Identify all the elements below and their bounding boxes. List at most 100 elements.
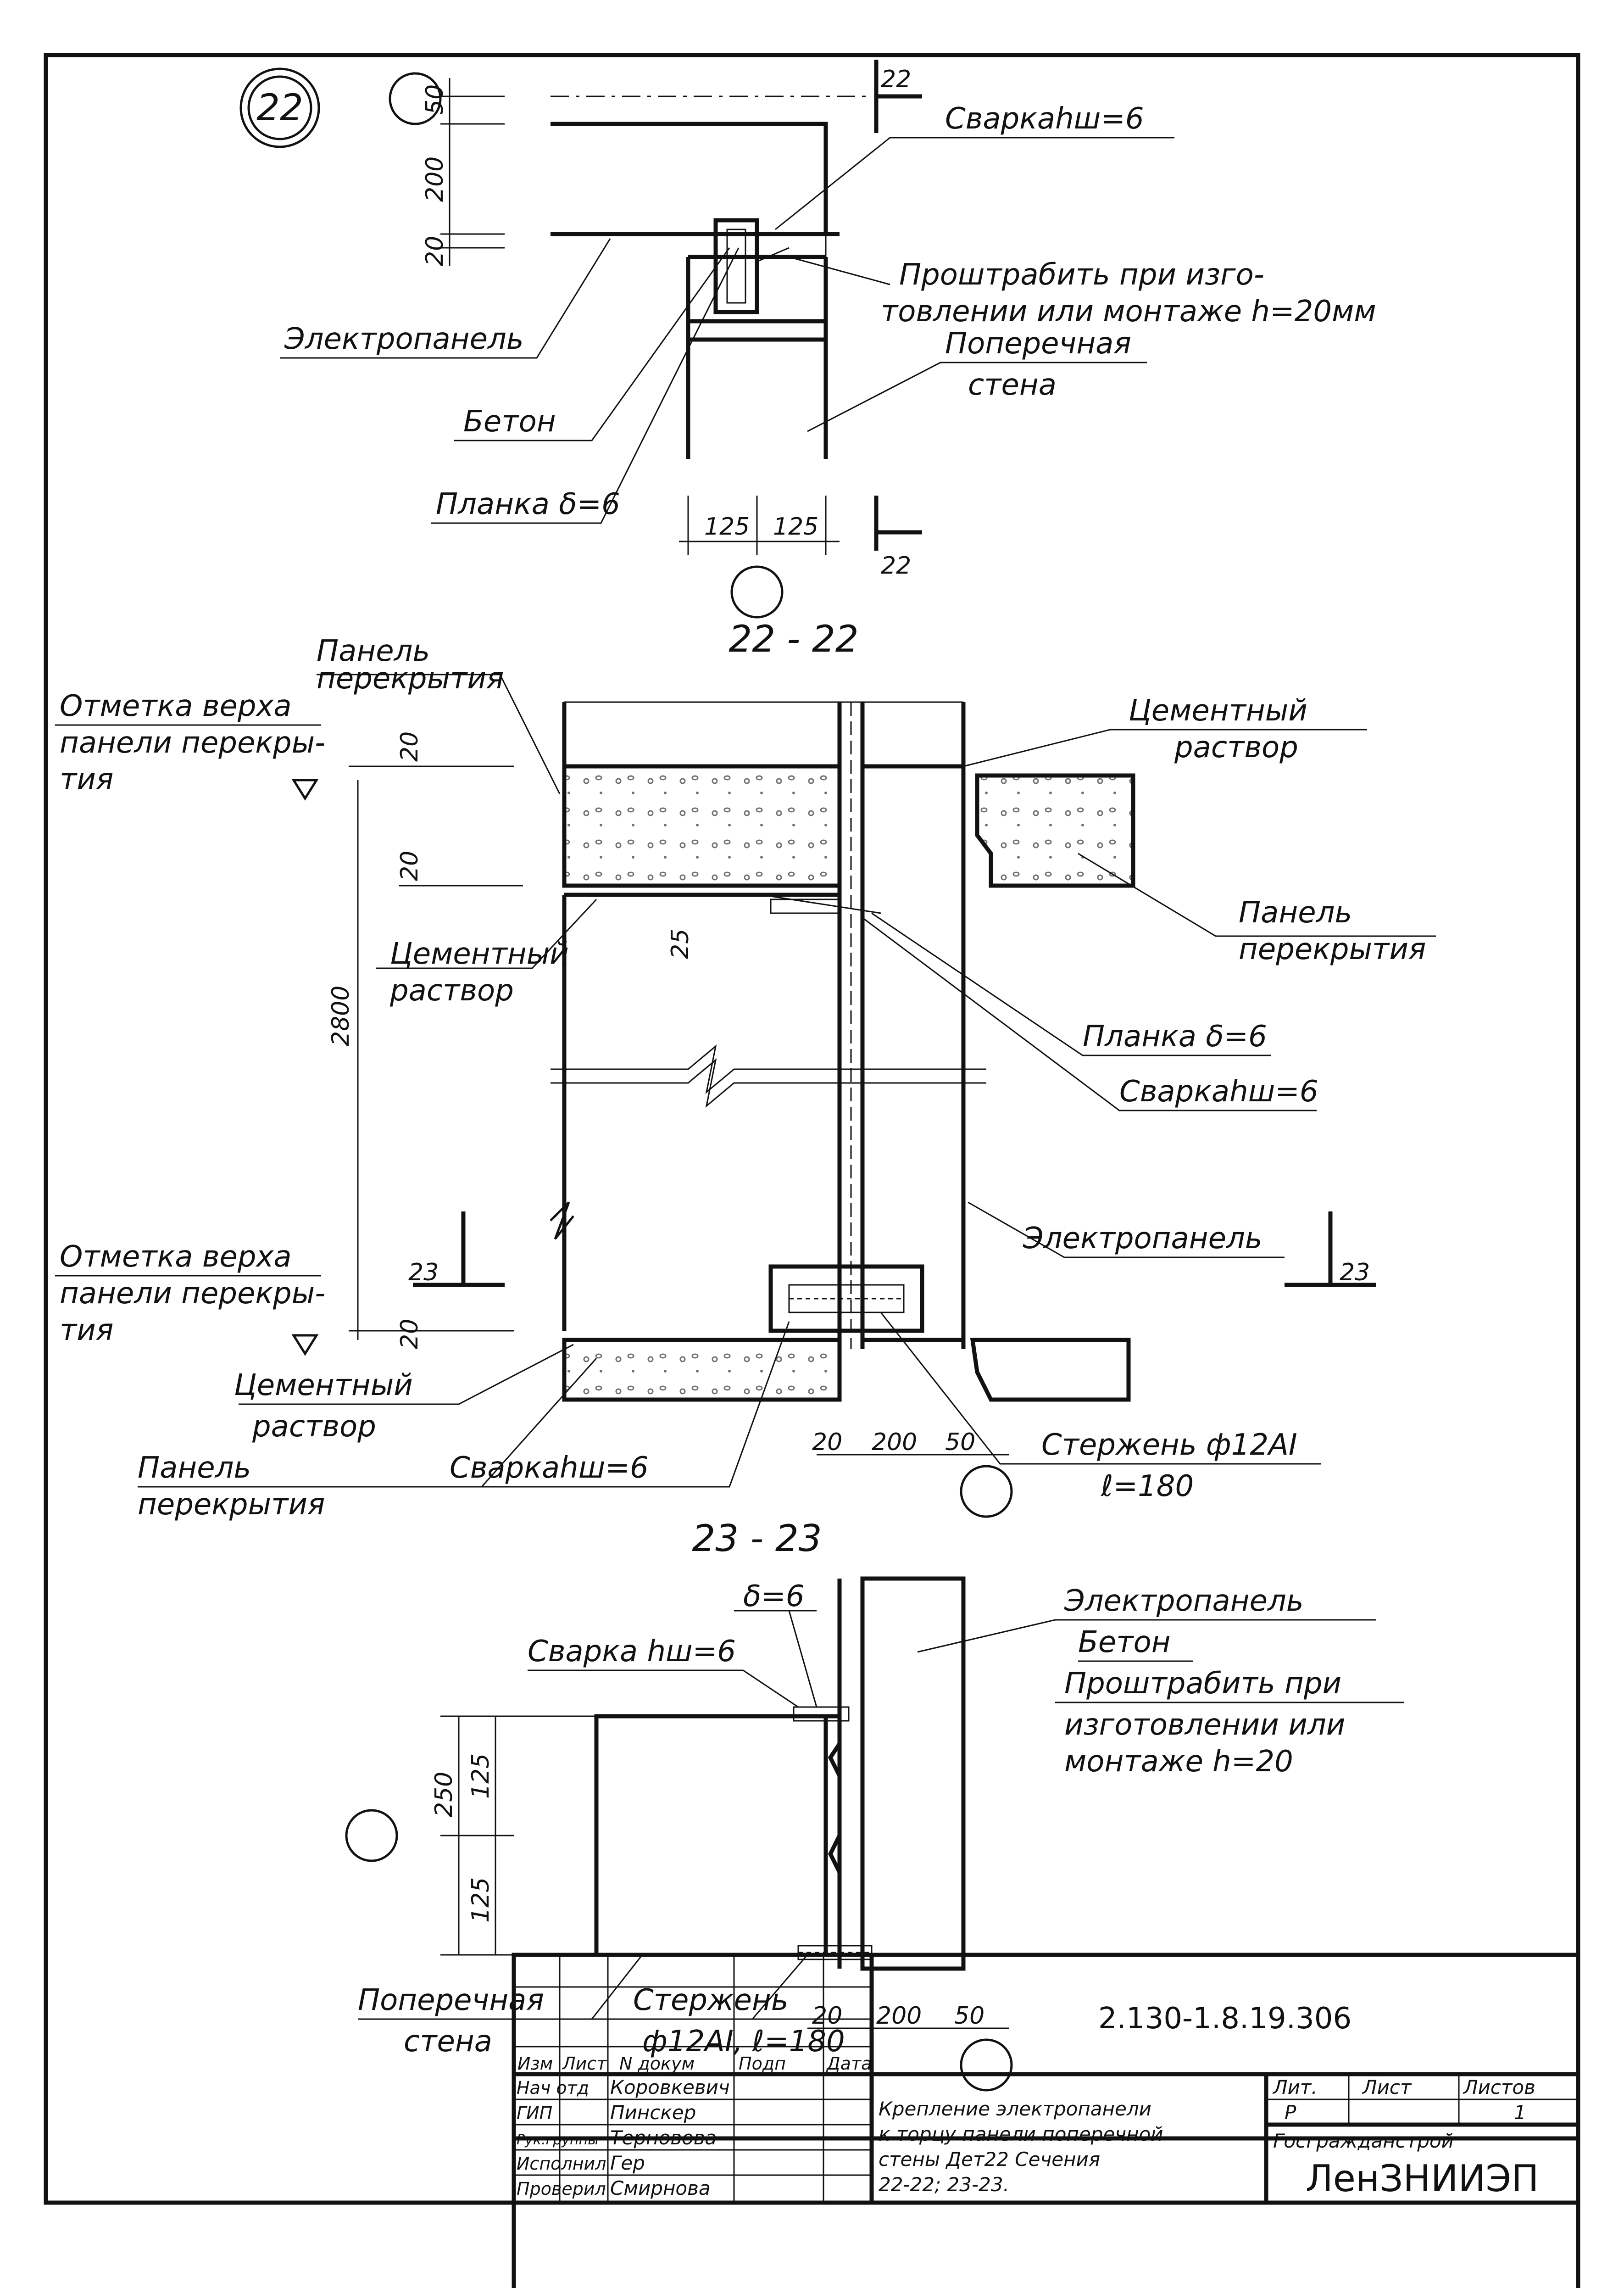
label-concrete-top: Бетон xyxy=(463,405,556,439)
hdr-list: Лист xyxy=(562,2054,607,2074)
dim-50-23: 50 xyxy=(954,2002,984,2030)
org-2: ЛенЗНИИЭП xyxy=(1306,2157,1539,2200)
dim-20: 20 xyxy=(421,236,449,266)
label-cement-bot-2: раствор xyxy=(252,1410,376,1444)
dim-125-upper: 125 xyxy=(467,1753,495,1799)
axis-bubble-23-bottom xyxy=(960,2038,1013,2092)
dim-200-bot: 200 xyxy=(872,1429,917,1456)
label-mark-bot-1: Отметка верха xyxy=(60,1240,292,1274)
label-electropanel-22: Электропанель xyxy=(1023,1222,1262,1256)
section-22-22: 22 - 22 xyxy=(55,618,1436,1522)
org-1: Госгражданстрой xyxy=(1273,2130,1454,2152)
label-cement-left-2: раствор xyxy=(389,974,514,1008)
label-mark-top-2: панели перекры- xyxy=(60,726,325,760)
axis-bubble-23-left xyxy=(345,1809,398,1862)
label-cement-bot-1: Цементный xyxy=(234,1368,413,1402)
dim-20-b: 20 xyxy=(396,851,423,881)
role-0: Нач отд xyxy=(517,2078,589,2098)
dim-20-23: 20 xyxy=(812,2002,842,2030)
cut-23-right: 23 xyxy=(1340,1259,1370,1286)
label-rod-1: Стержень ф12АI xyxy=(1041,1428,1297,1462)
axis-bubble-22 xyxy=(960,1465,1013,1518)
cut-mark-22-bottom: 22 xyxy=(881,552,911,580)
detail-22-top-view: 22 50 200 20 22 22 xyxy=(239,60,1376,619)
label-mark-top-3: тия xyxy=(60,763,113,797)
sheets-label: Листов xyxy=(1463,2076,1535,2098)
label-cement-right-1: Цементный xyxy=(1129,694,1307,728)
dim-50: 50 xyxy=(421,84,449,115)
label-cross-wall-1: Поперечная xyxy=(945,327,1131,361)
detail-number-circle xyxy=(239,67,320,148)
label-caulk-23-1: Проштрабить при xyxy=(1064,1667,1341,1701)
doc-code: 2.130-1.8.19.306 xyxy=(1098,2002,1351,2036)
dim-125-right: 125 xyxy=(773,513,818,541)
label-rod-2: ℓ=180 xyxy=(1101,1469,1194,1503)
label-plate-22: Планка δ=6 xyxy=(1083,1020,1267,1054)
dim-20-c: 20 xyxy=(396,1319,423,1349)
label-caulk-2: товлении или монтаже h=20мм xyxy=(881,295,1376,329)
name-2: Терновова xyxy=(610,2126,717,2149)
name-1: Пинскер xyxy=(610,2101,696,2124)
label-electropanel-23: Электропанель xyxy=(1064,1584,1304,1618)
label-concrete-23: Бетон xyxy=(1078,1625,1171,1659)
label-plate-23: δ=6 xyxy=(743,1579,805,1613)
label-slab-right-2: перекрытия xyxy=(1239,932,1426,966)
label-rod-23-1: Стержень xyxy=(633,1983,789,2017)
label-slab-top-1: Панель xyxy=(317,634,430,668)
label-mark-bot-3: тия xyxy=(60,1313,113,1347)
title-line-2: к торцу панели поперечной xyxy=(879,2123,1163,2145)
sheet-label: Лист xyxy=(1362,2076,1412,2098)
section-22-title: 22 - 22 xyxy=(729,618,858,660)
hdr-data: Дата xyxy=(826,2054,872,2074)
label-cross-wall-2: стена xyxy=(968,368,1057,402)
sheets-value: 1 xyxy=(1514,2101,1526,2124)
hdr-izm: Изм xyxy=(517,2054,553,2074)
label-slab-top-2: перекрытия xyxy=(317,662,504,696)
hdr-ndok: N докум xyxy=(619,2054,695,2074)
name-4: Смирнова xyxy=(610,2177,711,2199)
dim-125-left: 125 xyxy=(704,513,750,541)
lit-value: Р xyxy=(1285,2101,1296,2124)
label-slab-right-1: Панель xyxy=(1239,896,1352,930)
label-cross-wall-23-1: Поперечная xyxy=(358,1983,544,2017)
detail-number: 22 xyxy=(256,86,303,129)
label-rod-23-2: ф12АI, ℓ=180 xyxy=(642,2025,845,2059)
label-mark-top-1: Отметка верха xyxy=(60,689,292,723)
role-3: Исполнил xyxy=(517,2154,606,2174)
section-23-23: 23 - 23 250 125 125 20 200 50 δ=6 Сварка… xyxy=(345,1517,1404,2092)
dim-20-a: 20 xyxy=(396,731,423,762)
label-cement-left-1: Цементный xyxy=(390,937,569,971)
label-caulk-1: Проштрабить при изго- xyxy=(899,258,1264,292)
dim-25: 25 xyxy=(667,929,694,959)
detail-number-circle-inner xyxy=(247,75,312,140)
label-welding-bot: Сваркаhш=6 xyxy=(450,1451,649,1485)
dim-250: 250 xyxy=(430,1772,458,1817)
axis-bubble-top xyxy=(389,72,442,125)
name-3: Гер xyxy=(610,2152,645,2174)
label-welding-22: Сваркаhш=6 xyxy=(1119,1075,1318,1109)
section-23-title: 23 - 23 xyxy=(692,1517,822,1560)
role-1: ГИП xyxy=(517,2103,552,2123)
hdr-podp: Подп xyxy=(739,2054,786,2074)
dim-200-23: 200 xyxy=(876,2002,922,2030)
sheet-frame xyxy=(44,53,1580,2205)
cut-mark-22-top: 22 xyxy=(881,66,911,93)
dim-200: 200 xyxy=(421,156,449,202)
dim-125-lower: 125 xyxy=(467,1877,495,1923)
dim-2800: 2800 xyxy=(327,986,355,1046)
label-caulk-23-3: монтаже h=20 xyxy=(1064,1745,1293,1779)
cut-23-left: 23 xyxy=(408,1259,439,1286)
name-0: Коровкевич xyxy=(610,2076,730,2098)
dim-20-bot: 20 xyxy=(812,1429,842,1456)
lit-label: Лит. xyxy=(1272,2076,1318,2098)
role-2: Рук.группы xyxy=(517,2132,599,2148)
label-plate-top: Планка δ=6 xyxy=(436,487,620,521)
title-line-4: 22-22; 23-23. xyxy=(879,2173,1009,2196)
label-slab-bot-2: перекрытия xyxy=(138,1488,325,1522)
label-welding-23: Сварка hш=6 xyxy=(528,1635,736,1669)
label-cement-right-2: раствор xyxy=(1174,731,1298,765)
role-4: Проверил xyxy=(517,2179,606,2199)
title-line-1: Крепление электропанели xyxy=(879,2098,1151,2120)
title-block-grid: 2.130-1.8.19.306 Изм Лист N докум Подп Д… xyxy=(512,1953,1580,2205)
